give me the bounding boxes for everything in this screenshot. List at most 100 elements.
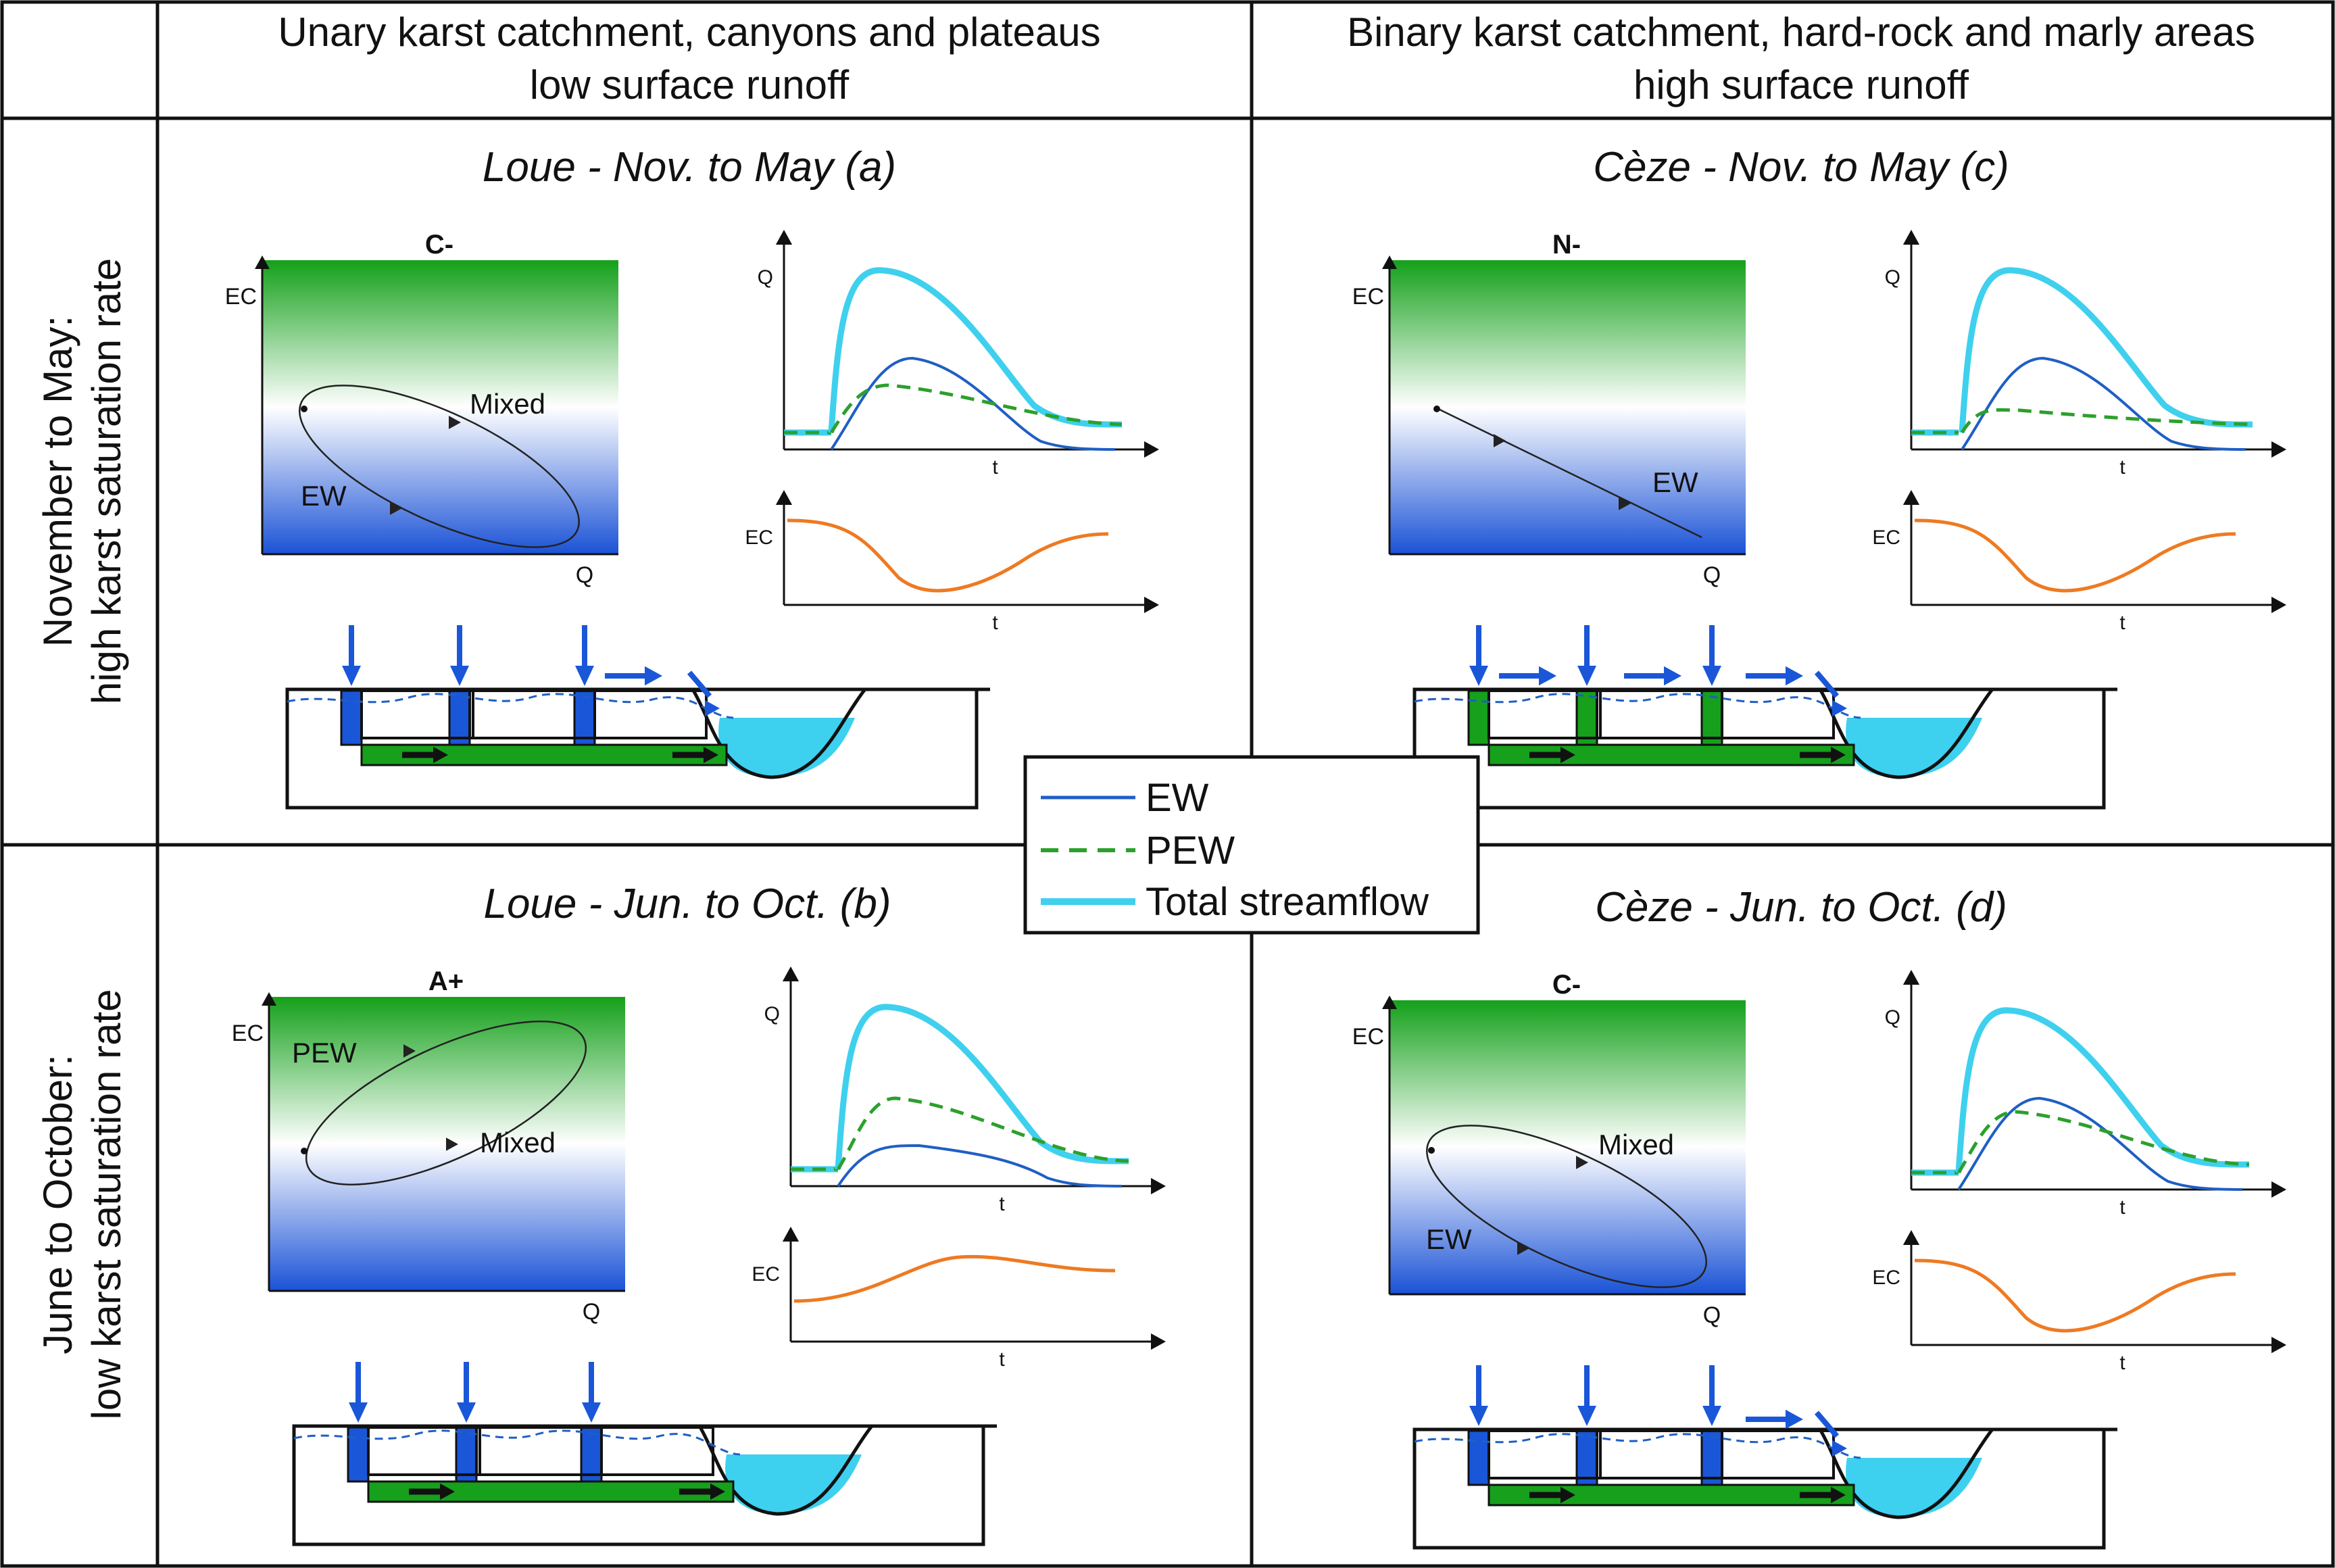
runoff-down-arrow xyxy=(687,670,712,698)
x-axis-arrow xyxy=(1144,596,1159,614)
y-axis-arrow xyxy=(1902,970,1920,985)
legend-ew-label: EW xyxy=(1146,776,1209,820)
x-axis-label: t xyxy=(992,456,998,479)
y-axis-arrow xyxy=(1902,1230,1920,1245)
x-axis-arrow xyxy=(2271,596,2286,614)
runoff-arrowhead xyxy=(1664,666,1681,686)
ec-axis-label: EC xyxy=(225,284,257,310)
x-axis-label: t xyxy=(999,1348,1005,1371)
rainfall-arrowhead xyxy=(450,666,469,686)
x-axis-arrow xyxy=(2271,441,2286,458)
hysteresis-class-code: N- xyxy=(1552,230,1581,260)
y-axis-label: Q xyxy=(758,266,773,289)
loop-label: Mixed xyxy=(480,1127,556,1158)
loop-start-dot xyxy=(301,1148,308,1154)
rainfall-arrowhead xyxy=(349,1402,368,1423)
loop-label: EW xyxy=(1426,1223,1472,1255)
karst-shaft xyxy=(1575,689,1598,746)
loop-label: EW xyxy=(1652,466,1698,498)
y-axis-arrow xyxy=(1902,490,1920,505)
total-streamflow-curve xyxy=(1955,1007,2250,1173)
limestone-block xyxy=(1488,1429,1602,1479)
total-streamflow-curve xyxy=(828,267,1123,433)
limestone-block xyxy=(367,1426,481,1476)
rainfall-arrowhead xyxy=(1702,666,1721,686)
runoff-down-arrowhead xyxy=(705,700,720,717)
pew-curve xyxy=(1960,408,2253,434)
water-table-line xyxy=(1414,693,1861,719)
water-table-line xyxy=(1414,1433,1861,1459)
karst-shaft xyxy=(1467,1429,1490,1486)
y-axis-label: EC xyxy=(1872,526,1900,549)
ew-curve xyxy=(1961,356,2246,451)
limestone-block xyxy=(360,689,474,739)
y-axis-arrow xyxy=(262,992,276,1006)
loop-start-dot xyxy=(1433,406,1440,412)
x-axis-label: t xyxy=(2119,1196,2125,1219)
rainfall-arrowhead xyxy=(1577,666,1596,686)
y-axis-arrow xyxy=(782,1227,800,1242)
limestone-block xyxy=(1488,689,1602,739)
conduit-flow-arrowhead xyxy=(433,746,448,764)
karst-shaft xyxy=(455,1426,478,1483)
q-axis-label: Q xyxy=(1703,1302,1721,1328)
x-axis-label: t xyxy=(992,612,998,634)
hysteresis-line xyxy=(1437,408,1702,539)
conduit-flow-arrowhead xyxy=(704,746,718,764)
loop-direction-arrow xyxy=(1619,497,1631,510)
ec-chemograph-curve xyxy=(787,518,1109,593)
column-header-line1: Unary karst catchment, canyons and plate… xyxy=(278,9,1100,55)
rainfall-arrowhead xyxy=(1469,1406,1488,1426)
loop-direction-arrow xyxy=(1576,1156,1588,1169)
y-axis-arrow xyxy=(1902,230,1920,245)
ec-q-gradient-box xyxy=(1390,260,1746,554)
rainfall-arrowhead xyxy=(342,666,361,686)
karst-shaft xyxy=(340,689,363,746)
x-axis-arrow xyxy=(1144,441,1159,458)
x-axis-label: t xyxy=(2119,1352,2125,1374)
hysteresis-class-code: C- xyxy=(1552,970,1581,1000)
loop-direction-arrow xyxy=(1494,434,1506,447)
hysteresis-loop xyxy=(305,1021,587,1185)
karst-shaft xyxy=(1467,689,1490,746)
hysteresis-loop xyxy=(299,385,580,548)
total-streamflow-curve xyxy=(1959,267,2253,433)
legend: EW PEW Total streamflow xyxy=(1023,755,1480,935)
q-axis-label: Q xyxy=(1703,562,1721,588)
stream-water xyxy=(725,1454,862,1514)
runoff-arrowhead xyxy=(1786,1409,1803,1429)
water-table-line xyxy=(293,1429,741,1456)
column-header-line1: Binary karst catchment, hard-rock and ma… xyxy=(1347,9,2255,55)
runoff-down-arrow xyxy=(1814,670,1840,698)
loop-label: EW xyxy=(301,480,347,512)
hysteresis-loop xyxy=(1426,1125,1707,1288)
loop-label: Mixed xyxy=(470,388,545,420)
pew-curve xyxy=(829,383,1123,434)
karst-shaft xyxy=(448,689,471,746)
ec-axis-label: EC xyxy=(232,1021,264,1046)
y-axis-arrow xyxy=(1382,996,1397,1009)
row-header-high-saturation: November to May: high karst saturation r… xyxy=(35,258,129,704)
ec-chemograph-curve xyxy=(793,1254,1116,1303)
ew-curve xyxy=(830,356,1116,451)
x-axis-arrow xyxy=(2271,1336,2286,1354)
runoff-down-arrow xyxy=(1814,1411,1840,1438)
row-header-low-saturation: June to October: low karst saturation ra… xyxy=(35,989,129,1420)
y-axis-arrow xyxy=(775,490,793,505)
y-axis-arrow xyxy=(782,966,800,981)
loop-direction-arrow xyxy=(1517,1242,1529,1255)
panel-loue-jun-oct: Loue - Jun. to Oct. (b)ECQA+PEWMixedQtEC… xyxy=(232,881,1166,1546)
q-axis-label: Q xyxy=(576,562,593,588)
ew-curve xyxy=(837,1144,1123,1187)
limestone-block xyxy=(600,1426,714,1476)
y-axis-arrow xyxy=(1382,255,1397,269)
row-header-line1: November to May: xyxy=(35,316,80,647)
rainfall-arrowhead xyxy=(1469,666,1488,686)
loop-direction-arrow xyxy=(446,1137,458,1151)
loop-start-dot xyxy=(1428,1147,1435,1154)
rainfall-arrowhead xyxy=(1577,1406,1596,1426)
x-axis-label: t xyxy=(2119,456,2125,479)
